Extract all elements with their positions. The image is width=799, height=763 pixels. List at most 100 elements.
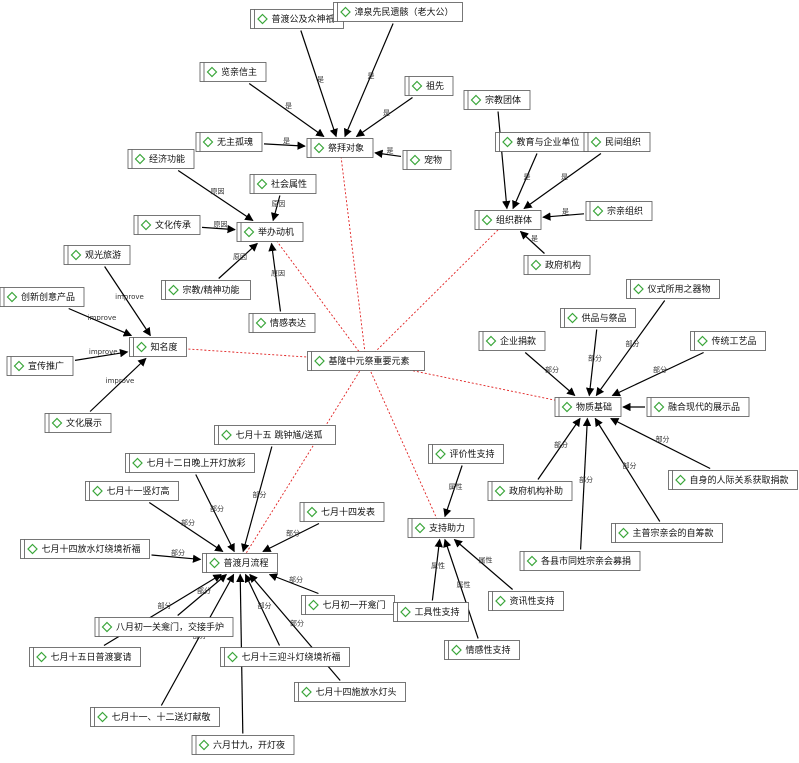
node-zongjiao[interactable]: 宗教团体: [463, 90, 531, 110]
diamond-icon: [257, 13, 268, 25]
node-ronghe[interactable]: 融合现代的展示品: [646, 397, 750, 417]
node-box: [294, 682, 406, 702]
node-qiyue11[interactable]: 七月十一、十二送灯献敬: [90, 707, 220, 727]
node-pudu[interactable]: 普渡公及众神祇: [250, 9, 344, 29]
node-qiyue1[interactable]: 七月十一竖灯高: [85, 481, 179, 501]
node-shehui[interactable]: 社会属性: [249, 174, 317, 194]
diamond-icon: [134, 153, 146, 165]
node-jingji[interactable]: 经济功能: [127, 149, 195, 169]
node-chongwu[interactable]: 宠物: [402, 150, 452, 170]
node-qiyue14f[interactable]: 七月十四发表: [299, 502, 385, 522]
node-minjian[interactable]: 民间组织: [583, 132, 651, 152]
node-box: [519, 551, 641, 571]
node-zongjiao2[interactable]: 宗教/精神功能: [161, 280, 251, 300]
node-zongqin[interactable]: 宗亲组织: [585, 201, 653, 221]
diamond-icon: [435, 448, 446, 460]
node-box: [585, 201, 653, 221]
node-box: [6, 356, 74, 376]
node-box: [668, 470, 798, 490]
node-lanqin[interactable]: 览亲信主: [199, 62, 267, 82]
edge-qinggan-to-juban: [268, 242, 282, 312]
diamond-icon: [485, 335, 497, 347]
node-qiyue15p[interactable]: 七月十五日普渡宴请: [29, 647, 141, 667]
diamond-icon: [530, 259, 542, 271]
node-xianzu[interactable]: 漳泉先民遗骸（老大公）: [333, 2, 463, 22]
node-label: 各县市同姓宗亲会募捐: [541, 555, 631, 567]
node-zhiming[interactable]: 知名度: [129, 337, 187, 357]
edge-pudu-to-jibai: [300, 30, 338, 138]
node-label: 民间组织: [605, 136, 641, 148]
node-label: 祭拜对象: [328, 142, 364, 154]
diamond-icon: [314, 355, 325, 367]
node-wuzhu[interactable]: 无主孤魂: [195, 132, 263, 152]
node-label: 基隆中元祭重要元素: [329, 355, 410, 367]
diamond-icon: [140, 219, 152, 231]
diamond-icon: [221, 429, 232, 441]
node-guanguang[interactable]: 观光旅游: [63, 245, 131, 265]
node-box: [487, 481, 573, 501]
node-bayue[interactable]: 八月初一关龛门，交接手炉: [94, 617, 234, 637]
node-zhengbu[interactable]: 政府机构补助: [487, 481, 573, 501]
node-xuanchuan[interactable]: 宣传推广: [6, 356, 74, 376]
edge-gexian-to-wuzhi: [579, 417, 592, 550]
node-chuangyi[interactable]: 创新创意产品: [0, 287, 85, 307]
node-qiyue13[interactable]: 七月十三迎斗灯绕境祈福: [220, 647, 350, 667]
node-label: 七月十五 跳钟馗/送孤: [236, 429, 323, 441]
node-qinggan2[interactable]: 情感性支持: [444, 640, 520, 660]
node-label: 普渡月流程: [224, 557, 269, 569]
node-label: 普渡公及众神祇: [272, 13, 335, 25]
node-qiyue14q[interactable]: 七月十四放水灯绕境祈福: [20, 539, 150, 559]
node-yishi[interactable]: 仪式所用之器物: [626, 279, 720, 299]
node-wenzhan[interactable]: 文化展示: [44, 413, 112, 433]
node-jibai[interactable]: 祭拜对象: [306, 138, 374, 158]
node-juban[interactable]: 举办动机: [236, 222, 304, 242]
edge-xuanchuan-to-zhiming: [74, 348, 129, 361]
node-box: [202, 553, 278, 573]
node-wenhua[interactable]: 文化传承: [133, 215, 201, 235]
edge-label: 部分: [158, 601, 172, 610]
node-pingjia[interactable]: 评价性支持: [428, 444, 504, 464]
edge-zongjiao2-to-juban: [218, 242, 258, 279]
node-gongpin[interactable]: 供品与祭品: [560, 308, 636, 328]
node-label: 传统工艺品: [712, 335, 757, 347]
edge-chongwu-to-jibai: [374, 149, 402, 159]
edge-zhupu-to-wuzhi: [594, 417, 661, 522]
node-gexian[interactable]: 各县市同姓宗亲会募捐: [519, 551, 641, 571]
diamond-icon: [653, 401, 665, 413]
node-qiyue01[interactable]: 七月初一开龛门: [301, 595, 395, 615]
node-chuantong[interactable]: 传统工艺品: [690, 331, 766, 351]
node-zuzhi[interactable]: 组织群体: [474, 210, 542, 230]
node-label: 观光旅游: [85, 249, 121, 261]
node-zixun[interactable]: 资讯性支持: [488, 591, 564, 611]
node-zhengfu[interactable]: 政府机构: [523, 255, 591, 275]
edge-label: 部分: [579, 475, 593, 484]
diamond-icon: [132, 457, 143, 469]
node-center[interactable]: 基隆中元祭重要元素: [307, 351, 425, 371]
node-liuyue[interactable]: 六月廿九，开灯夜: [191, 735, 295, 755]
diamond-icon: [675, 474, 686, 486]
node-label: 七月十四放水灯绕境祈福: [42, 543, 141, 555]
edge-label: 部分: [286, 529, 300, 538]
diamond-icon: [561, 401, 573, 413]
node-zuxian[interactable]: 祖先: [404, 76, 454, 96]
node-qiyue14s[interactable]: 七月十四施放水灯头: [294, 682, 406, 702]
node-qiyue15[interactable]: 七月十五 跳钟馗/送孤: [214, 425, 336, 445]
diamond-icon: [36, 651, 47, 663]
node-label: 资讯性支持: [510, 595, 555, 607]
node-pudu_lc[interactable]: 普渡月流程: [202, 553, 278, 573]
edge-pingjia-to-zhichi: [443, 465, 463, 518]
node-gongju[interactable]: 工具性支持: [393, 602, 469, 622]
node-qiye[interactable]: 企业捐款: [478, 331, 546, 351]
node-box: [199, 62, 267, 82]
node-label: 知名度: [151, 341, 178, 353]
edge-bayue-to-pudu_lc: [177, 573, 227, 616]
edge-wuzhu-to-jibai: [263, 141, 306, 150]
node-zhupu[interactable]: 主普宗亲会的自筹款: [611, 523, 723, 543]
node-box: [554, 397, 622, 417]
node-qinggan[interactable]: 情感表达: [248, 313, 316, 333]
node-jiaoyu[interactable]: 教育与企业单位: [495, 132, 589, 152]
node-zhichi[interactable]: 支持助力: [407, 518, 475, 538]
node-wuzhi[interactable]: 物质基础: [554, 397, 622, 417]
node-qiyue12[interactable]: 七月十二日晚上开灯放彩: [125, 453, 255, 473]
node-zishen[interactable]: 自身的人际关系获取捐款: [668, 470, 798, 490]
